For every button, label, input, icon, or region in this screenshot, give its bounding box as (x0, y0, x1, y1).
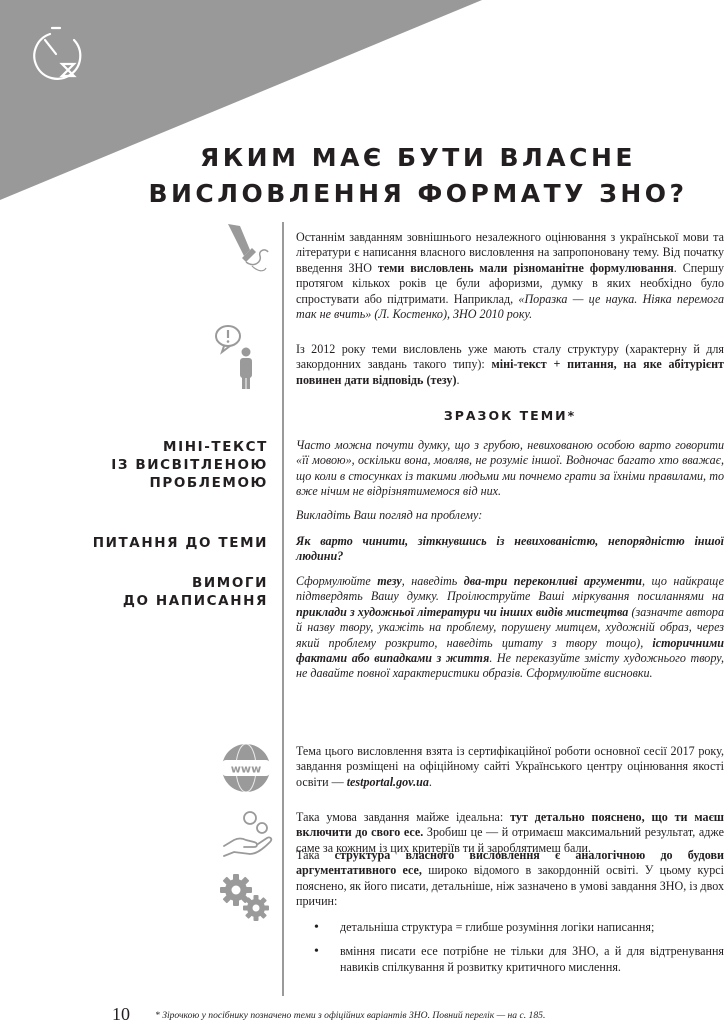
svg-text:www: www (231, 763, 262, 776)
list-item: •вміння писати есе потрібне не тільки дл… (314, 944, 724, 974)
sample-topic-heading: ЗРАЗОК ТЕМИ* (443, 408, 577, 423)
reasons-list: •детальніша структура = глибше розуміння… (296, 920, 724, 984)
side-label-requirements: ВИМОГИ ДО НАПИСАННЯ (122, 575, 268, 609)
page-number: 10 (112, 1004, 130, 1024)
requirements-paragraph: Сформулюйте тезу, наведіть два-три перек… (296, 574, 724, 681)
header-corner-decoration (0, 0, 482, 200)
gears-icon (220, 874, 269, 921)
side-label-minitext: МІНІ-ТЕКСТ ІЗ ВИСВІТЛЕНОЮ ПРОБЛЕМОЮ (111, 439, 268, 491)
page-title-line-1: ЯКИМ МАЄ БУТИ ВЛАСНЕ (200, 143, 636, 172)
source-paragraph: Тема цього висловлення взята із сертифік… (296, 744, 724, 789)
page-title: ЯКИМ МАЄ БУТИ ВЛАСНЕ ВИСЛОВЛЕННЯ ФОРМАТУ… (118, 140, 718, 212)
ideal-paragraph: Така умова завдання майже ідеальна: тут … (296, 810, 724, 855)
page-title-line-2: ВИСЛОВЛЕННЯ ФОРМАТУ ЗНО? (148, 179, 688, 208)
side-label-question: ПИТАННЯ ДО ТЕМИ (92, 535, 268, 551)
footnote: * Зірочкою у посібнику позначено теми з … (155, 1010, 546, 1021)
intro-paragraph: Останнім завданням зовнішнього незалежно… (296, 230, 724, 322)
analog-paragraph: Така структура власного висловлення є ан… (296, 848, 724, 909)
column-divider (282, 222, 284, 996)
bullet-marker: • (314, 944, 319, 960)
hand-coins-icon (223, 811, 273, 857)
question-text: Як варто чинити, зіткнувшись із невихова… (296, 534, 724, 564)
source-link: testportal.gov.ua (346, 774, 429, 789)
instruction-text: Викладіть Ваш погляд на проблему: (296, 508, 483, 522)
bullet-marker: • (314, 920, 319, 935)
structure-paragraph: Із 2012 року теми висловлень уже мають с… (296, 342, 724, 387)
person-exclamation-icon (215, 325, 252, 389)
minitext-paragraph: Часто можна почути думку, що з грубою, н… (296, 438, 724, 499)
globe-www-icon: www (222, 743, 270, 793)
list-item: •детальніша структура = глибше розуміння… (314, 920, 655, 935)
fountain-pen-icon (228, 224, 269, 272)
stopwatch-hourglass-icon (33, 26, 82, 80)
